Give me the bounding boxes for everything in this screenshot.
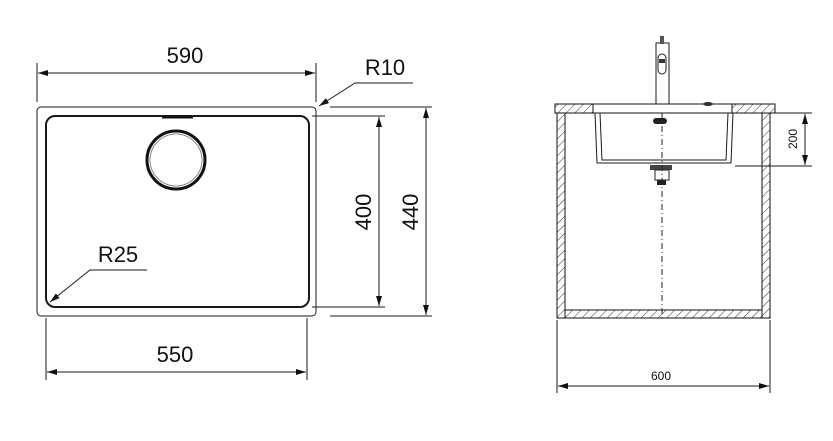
drain-inner-ring: [149, 133, 203, 187]
side-view: 200 600: [554, 36, 812, 393]
sink-outer-outline: [36, 106, 317, 317]
overflow-icon: [653, 118, 667, 124]
radius-label-r25: R25: [98, 242, 138, 267]
leader-r10: [318, 82, 413, 107]
dimension-label-600: 600: [651, 369, 671, 383]
drain-circle: [145, 129, 207, 191]
dimension-label-590: 590: [167, 43, 204, 68]
top-view: 590 R10 R25 400 440 550: [36, 43, 432, 380]
radius-label-r10: R10: [365, 55, 405, 80]
cabinet-right-wall: [761, 112, 771, 319]
dimension-label-550: 550: [157, 342, 194, 367]
tap-hole-plug: [703, 102, 713, 106]
leader-r25: [49, 269, 147, 303]
drain-waste-icon: [650, 165, 672, 185]
faucet-icon: [655, 36, 670, 105]
cabinet-left-wall: [556, 112, 566, 319]
sink-bowl-section: [594, 112, 734, 164]
dimension-label-200: 200: [786, 129, 800, 149]
sink-bowl-outline: [45, 115, 310, 308]
cabinet-bottom: [564, 309, 763, 319]
dimension-label-400: 400: [351, 194, 376, 231]
dimension-label-440: 440: [398, 194, 423, 231]
